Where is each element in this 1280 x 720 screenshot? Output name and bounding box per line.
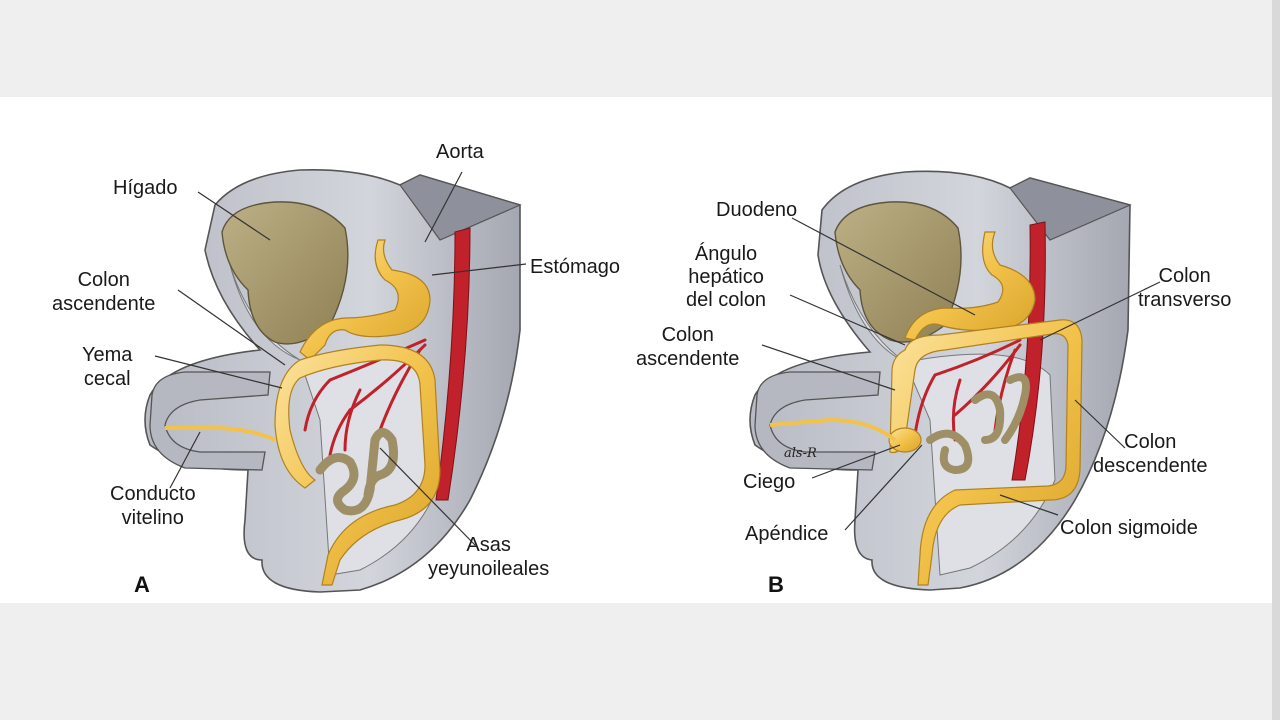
panel-a-vitelline-duct — [165, 426, 276, 442]
panel-b-drawing — [749, 170, 1161, 591]
label-asas-yeyunoileales: Asas yeyunoileales — [428, 534, 550, 580]
panel-a-aorta — [435, 227, 471, 501]
panel-a-leader-lines — [154, 171, 527, 546]
label-colon-ascendente-a: Colon ascendente — [52, 269, 156, 315]
label-colon-sigmoide: Colon sigmoide — [1060, 517, 1198, 539]
panel-b-letter: B — [768, 572, 784, 597]
label-duodeno: Duodeno — [716, 199, 798, 221]
panel-b-leader-lines — [761, 217, 1161, 531]
panel-a-drawing — [144, 168, 527, 593]
label-yema-cecal: Yema cecal — [82, 344, 133, 390]
label-angulo-hepatico: Ángulo hepático del colon — [686, 243, 767, 311]
panel-a-letter: A — [134, 572, 150, 597]
panel-a-jejunoileal-loops — [315, 428, 398, 516]
label-estomago: Estómago — [530, 256, 621, 278]
panel-a-umbilical-stalk — [149, 371, 271, 471]
panel-a-top-face — [399, 174, 522, 241]
panel-a-gut-loop — [274, 344, 441, 586]
panel-b-vitelline-duct — [769, 417, 897, 442]
label-conducto-vitelino: Conducto vitelino — [110, 483, 196, 529]
label-apendice: Apéndice — [745, 523, 829, 545]
label-ciego: Ciego — [743, 471, 796, 493]
page-edge — [1272, 0, 1280, 720]
label-colon-descendente: Colon descendente — [1093, 431, 1208, 477]
panel-b-small-bowel-loops — [926, 373, 1030, 475]
label-colon-transverso: Colon transverso — [1138, 265, 1232, 311]
label-aorta: Aorta — [436, 141, 484, 163]
panel-a-stomach — [299, 239, 431, 361]
label-colon-ascendente-b: Colon ascendente — [636, 324, 740, 370]
panel-b-stomach — [904, 231, 1036, 341]
artist-signature: als-R — [784, 446, 817, 461]
label-higado: Hígado — [113, 177, 178, 199]
